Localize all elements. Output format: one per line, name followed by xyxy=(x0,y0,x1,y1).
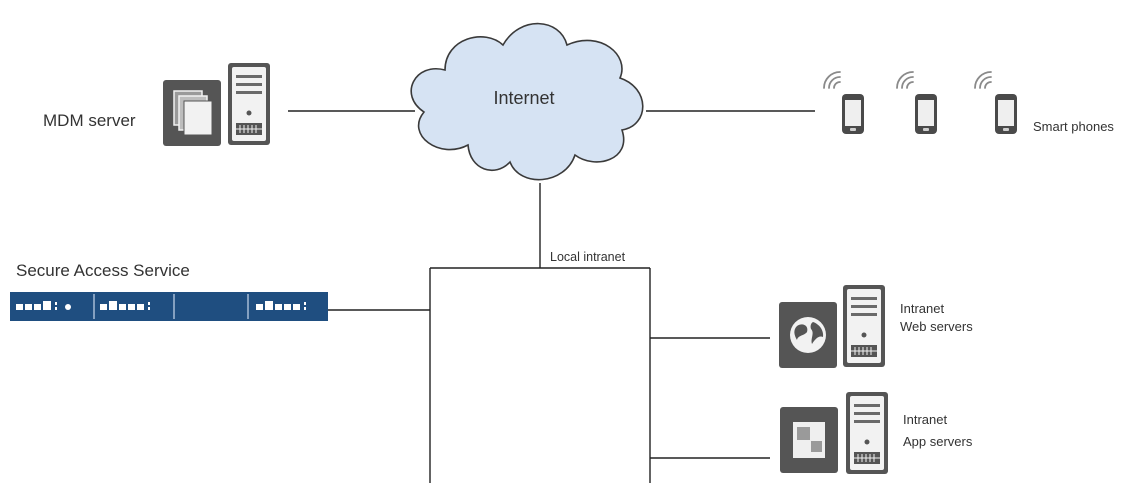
smart-phones-label: Smart phones xyxy=(1033,119,1114,134)
web-servers-label-line2: Web servers xyxy=(900,319,973,334)
connection-lines xyxy=(288,110,815,483)
secure-access-service: Secure Access Service xyxy=(10,261,328,321)
app-servers-label-line1: Intranet xyxy=(903,412,947,427)
application-icon xyxy=(780,407,838,473)
wireless-signal-icon xyxy=(896,71,914,89)
secure-access-service-label: Secure Access Service xyxy=(16,261,190,280)
internet-cloud: Internet xyxy=(410,22,644,181)
local-intranet-label: Local intranet xyxy=(550,250,626,264)
intranet-app-servers: Intranet App servers xyxy=(780,391,973,475)
smartphone-icon xyxy=(915,94,937,134)
globe-icon xyxy=(779,302,837,368)
wireless-signal-icon xyxy=(823,71,841,89)
server-tower-icon xyxy=(845,391,889,475)
internet-label: Internet xyxy=(493,88,554,108)
app-servers-label-line2: App servers xyxy=(903,434,973,449)
wireless-signal-icon xyxy=(974,71,992,89)
smartphone-icon xyxy=(842,94,864,134)
server-tower-icon xyxy=(227,62,271,146)
smartphone-icon xyxy=(995,94,1017,134)
intranet-web-servers: Intranet Web servers xyxy=(779,284,973,368)
mdm-server-label: MDM server xyxy=(43,111,136,130)
mdm-server: MDM server xyxy=(43,62,271,146)
cloud-icon xyxy=(410,22,644,181)
server-tower-icon xyxy=(842,284,886,368)
rack-appliance-icon xyxy=(10,292,328,321)
stacked-documents-icon xyxy=(163,80,221,146)
web-servers-label-line1: Intranet xyxy=(900,301,944,316)
smart-phones: Smart phones xyxy=(823,71,1114,134)
